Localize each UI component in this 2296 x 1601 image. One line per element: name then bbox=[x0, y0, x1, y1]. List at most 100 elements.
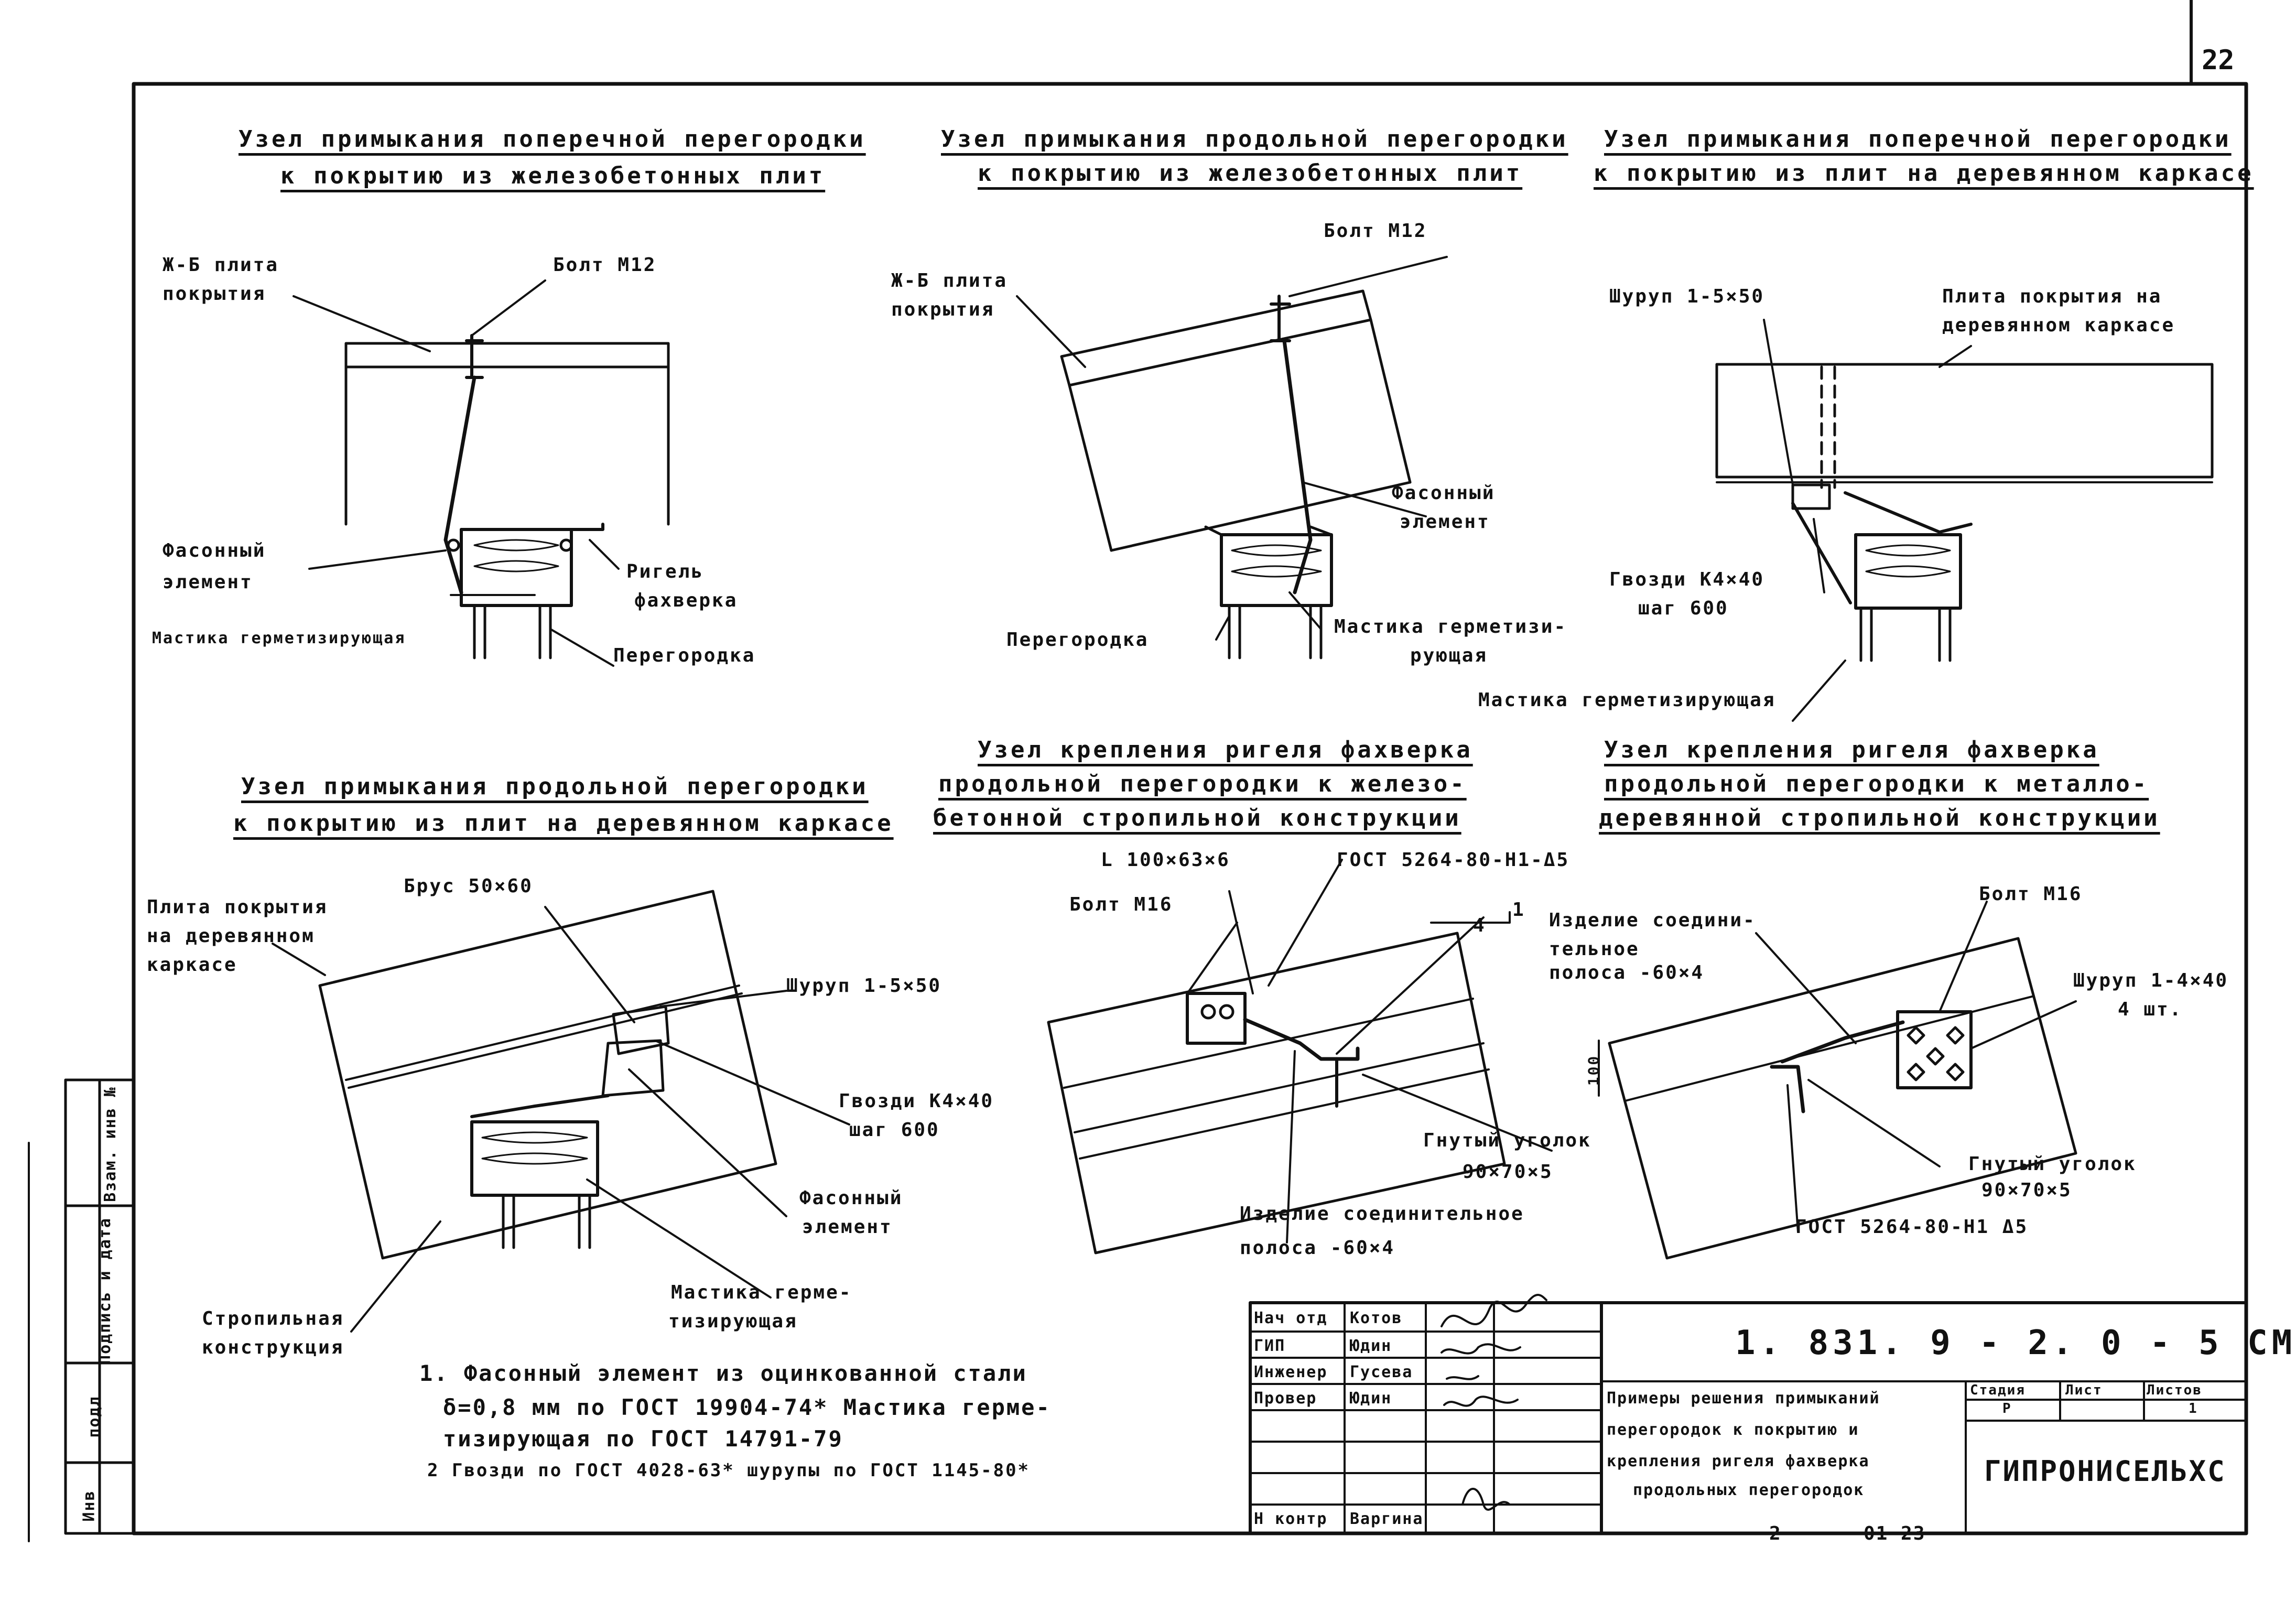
name-0: Котов bbox=[1350, 1309, 1403, 1327]
sheets-value: 1 bbox=[2189, 1401, 2198, 1416]
detail-6-title-line-1: Узел крепления ригеля фахверка bbox=[1604, 737, 2099, 763]
note-line-2: δ=0,8 мм по ГОСТ 19904-74* Мастика герме… bbox=[443, 1394, 1051, 1420]
sheets-header: Листов bbox=[2147, 1382, 2202, 1398]
d1-shaped-label-2: элемент bbox=[163, 571, 253, 593]
role-6: Н контр bbox=[1254, 1510, 1328, 1528]
detail-5-title-line-1: Узел крепления ригеля фахверка bbox=[978, 737, 1473, 763]
side-stamp-inv: Инв bbox=[80, 1490, 99, 1522]
side-stamp-replace: Взам. инв № bbox=[101, 1086, 120, 1202]
d3-nails-label-2: шаг 600 bbox=[1638, 598, 1729, 619]
sheet-frame bbox=[132, 82, 2248, 1535]
d6-screw-label-1: Шуруп 1-4×40 bbox=[2073, 970, 2229, 991]
d6-bolt-label: Болт М16 bbox=[1979, 883, 2083, 905]
description-line-1: Примеры решения примыканий bbox=[1607, 1389, 1880, 1408]
title-block-frame bbox=[1249, 1301, 2248, 1535]
role-0: Нач отд bbox=[1254, 1309, 1328, 1327]
d2-slab-label-2: покрытия bbox=[891, 299, 995, 320]
note-line-4: 2 Гвозди по ГОСТ 4028-63* шурупы по ГОСТ… bbox=[427, 1460, 1031, 1481]
signatures bbox=[1441, 1294, 1547, 1511]
description-line-3: крепления ригеля фахверка bbox=[1607, 1452, 1870, 1470]
detail-2-graphic bbox=[1060, 289, 1412, 659]
d2-shaped-label-2: элемент bbox=[1400, 511, 1490, 533]
note-line-3: тизирующая по ГОСТ 14791-79 bbox=[443, 1426, 843, 1452]
d5-bolt-label: Болт М16 bbox=[1069, 894, 1173, 915]
d5-strip-label-2: полоса -60×4 bbox=[1240, 1237, 1395, 1259]
d5-angle-label: L 100×63×6 bbox=[1101, 849, 1230, 871]
detail-4-title-line-2: к покрытию из плит на деревянном каркасе bbox=[233, 810, 894, 837]
d4-mastic-label-2: тизирующая bbox=[668, 1311, 798, 1332]
d4-nails-label-1: Гвозди К4×40 bbox=[839, 1090, 994, 1112]
footer-inv: 01 23 bbox=[1864, 1523, 1926, 1544]
d4-mastic-label-1: Мастика герме- bbox=[671, 1282, 852, 1303]
d4-shaped-label-2: элемент bbox=[802, 1216, 893, 1238]
detail-6-title-line-2: продольной перегородки к металло- bbox=[1604, 771, 2149, 797]
d1-beam-label-1: Ригель bbox=[626, 561, 705, 582]
d2-bolt-label: Болт М12 bbox=[1324, 220, 1427, 242]
detail-3-graphic bbox=[1715, 363, 2214, 662]
role-1: ГИП bbox=[1254, 1337, 1286, 1355]
detail-1-title-line-1: Узел примыкания поперечной перегородки bbox=[239, 126, 866, 153]
description-line-4: продольных перегородок bbox=[1633, 1481, 1865, 1499]
d3-nails-label-1: Гвозди К4×40 bbox=[1609, 569, 1765, 590]
name-6: Варгина bbox=[1350, 1510, 1424, 1528]
detail-2-title-line-1: Узел примыкания продольной перегородки bbox=[941, 126, 1568, 153]
detail-2-title-line-2: к покрытию из железобетонных плит bbox=[978, 160, 1523, 187]
d2-partition-label: Перегородка bbox=[1006, 629, 1149, 651]
leader-lines bbox=[272, 256, 2077, 1333]
d1-mastic-label: Мастика герметизирующая bbox=[152, 629, 406, 647]
d5-bent-label-1: Гнутый уголок bbox=[1423, 1130, 1591, 1151]
d4-shaped-label-1: Фасонный bbox=[799, 1187, 903, 1209]
d4-truss-label-2: конструкция bbox=[202, 1337, 344, 1358]
d3-slab-label-1: Плита покрытия на bbox=[1942, 286, 2162, 307]
detail-6-graphic bbox=[1598, 937, 2077, 1260]
d5-bent-label-2: 90×70×5 bbox=[1463, 1161, 1553, 1183]
d3-screw-label: Шуруп 1-5×50 bbox=[1609, 286, 1765, 307]
note-line-1: 1. Фасонный элемент из оцинкованной стал… bbox=[419, 1360, 1027, 1386]
role-3: Провер bbox=[1254, 1389, 1317, 1408]
detail-6-title-line-3: деревянной стропильной конструкции bbox=[1599, 805, 2160, 831]
d6-strip-label-2: тельное bbox=[1549, 938, 1640, 960]
d4-slab-label-3: каркасе bbox=[147, 954, 237, 976]
side-stamp-signature: Подпись и дата bbox=[95, 1217, 114, 1365]
stage-header: Стадия bbox=[1970, 1382, 2026, 1398]
role-2: Инженер bbox=[1254, 1363, 1328, 1381]
name-3: Юдин bbox=[1350, 1389, 1392, 1408]
detail-4-title-line-1: Узел примыкания продольной перегородки bbox=[241, 773, 869, 800]
footer-format: 2 bbox=[1769, 1523, 1782, 1544]
organization: ГИПРОНИСЕЛЬХС bbox=[1984, 1455, 2226, 1488]
detail-3-title-line-2: к покрытию из плит на деревянном каркасе bbox=[1594, 160, 2254, 187]
d6-strip-label-3: полоса -60×4 bbox=[1549, 962, 1705, 983]
d5-strip-label-1: Изделие соединительное bbox=[1240, 1203, 1524, 1225]
d6-strip-label-1: Изделие соедини- bbox=[1549, 910, 1756, 931]
d2-slab-label-1: Ж-Б плита bbox=[891, 270, 1008, 291]
name-2: Гусева bbox=[1350, 1363, 1413, 1381]
d5-slope-label-2: 4 bbox=[1473, 915, 1486, 936]
detail-5-graphic bbox=[1047, 911, 1511, 1254]
side-stamp-frame bbox=[64, 1078, 135, 1535]
d3-mastic-label: Мастика герметизирующая bbox=[1478, 689, 1776, 711]
d1-slab-label-1: Ж-Б плита bbox=[163, 254, 279, 276]
d6-bent-label-2: 90×70×5 bbox=[1981, 1180, 2072, 1201]
detail-5-title-line-3: бетонной стропильной конструкции bbox=[933, 805, 1461, 831]
d6-bent-label-1: Гнутый уголок bbox=[1968, 1153, 2137, 1175]
d1-shaped-label-1: Фасонный bbox=[163, 540, 266, 561]
side-stamp-original: подл bbox=[85, 1396, 104, 1438]
d5-gost-label: ГОСТ 5264-80-Н1-Δ5 bbox=[1337, 849, 1570, 871]
d4-slab-label-2: на деревянном bbox=[147, 925, 315, 947]
d1-bolt-label: Болт М12 bbox=[553, 254, 657, 276]
d4-nails-label-2: шаг 600 bbox=[849, 1119, 940, 1141]
d4-bar-label: Брус 50×60 bbox=[404, 875, 533, 897]
d6-screw-label-2: 4 шт. bbox=[2118, 999, 2183, 1020]
description-line-2: перегородок к покрытию и bbox=[1607, 1421, 1859, 1439]
d4-truss-label-1: Стропильная bbox=[202, 1308, 344, 1329]
d3-slab-label-2: деревянном каркасе bbox=[1942, 315, 2175, 336]
stage-value: Р bbox=[2002, 1401, 2012, 1416]
page-number: 22 bbox=[2202, 45, 2235, 76]
drawing-code: 1. 831. 9 - 2. 0 - 5 СМ bbox=[1735, 1324, 2296, 1362]
name-1: Юдин bbox=[1350, 1337, 1392, 1355]
d1-beam-label-2: фахверка bbox=[634, 590, 738, 611]
d4-screw-label: Шуруп 1-5×50 bbox=[786, 975, 942, 997]
detail-5-title-line-2: продольной перегородки к железо- bbox=[938, 771, 1467, 797]
